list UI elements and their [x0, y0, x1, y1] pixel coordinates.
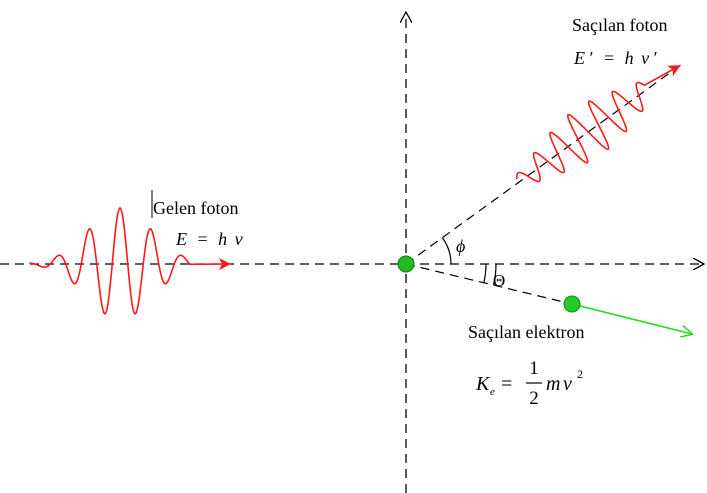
formula-nu-prime-mark: ′: [654, 48, 658, 68]
fraction-denominator: 2: [529, 388, 539, 409]
formula-equals: =: [604, 48, 614, 68]
formula-m: m: [546, 373, 560, 395]
formula-e: E: [175, 229, 187, 249]
incident-photon-title: Gelen foton: [153, 198, 238, 218]
formula-v: ν: [563, 373, 572, 395]
theta-angle-label: Θ: [493, 271, 505, 290]
fraction-numerator: 1: [529, 358, 539, 379]
phi-angle-label: ϕ: [456, 236, 465, 256]
scattered-photon-wave: [515, 64, 681, 183]
scattered-photon-direction-line: [405, 63, 683, 265]
formula-equals: =: [198, 229, 208, 249]
incident-photon-wave: [29, 206, 231, 316]
scattered-electron-title: Saçılan elektron: [468, 322, 584, 342]
theta-angle-arc-inner: [483, 263, 487, 283]
formula-sub-e: e: [490, 386, 495, 398]
incident-photon-formula: E = h ν: [175, 229, 243, 249]
scattered-electron-dot: [563, 295, 581, 313]
formula-h: h: [218, 229, 227, 249]
scattered-photon-formula: E ′ = h ν ′: [573, 48, 658, 68]
formula-k: K: [475, 373, 491, 395]
kinetic-energy-formula: K e = 1 2 m ν 2: [475, 358, 583, 409]
formula-equals: =: [501, 373, 512, 395]
theta-angle-arc-outer: [492, 263, 497, 286]
phi-angle-arc: [441, 237, 452, 265]
formula-nu-prime-base: ν: [641, 48, 649, 68]
formula-e-prime-mark: ′: [590, 48, 594, 68]
formula-exponent: 2: [577, 367, 583, 381]
formula-h: h: [625, 48, 634, 68]
formula-nu: ν: [235, 229, 243, 249]
scattered-electron-path: [571, 303, 692, 334]
scattered-electron-direction-line: [405, 263, 573, 305]
scattered-photon-title: Saçılan foton: [572, 15, 667, 35]
formula-e-prime-base: E: [573, 48, 585, 68]
target-electron-dot: [397, 255, 415, 273]
